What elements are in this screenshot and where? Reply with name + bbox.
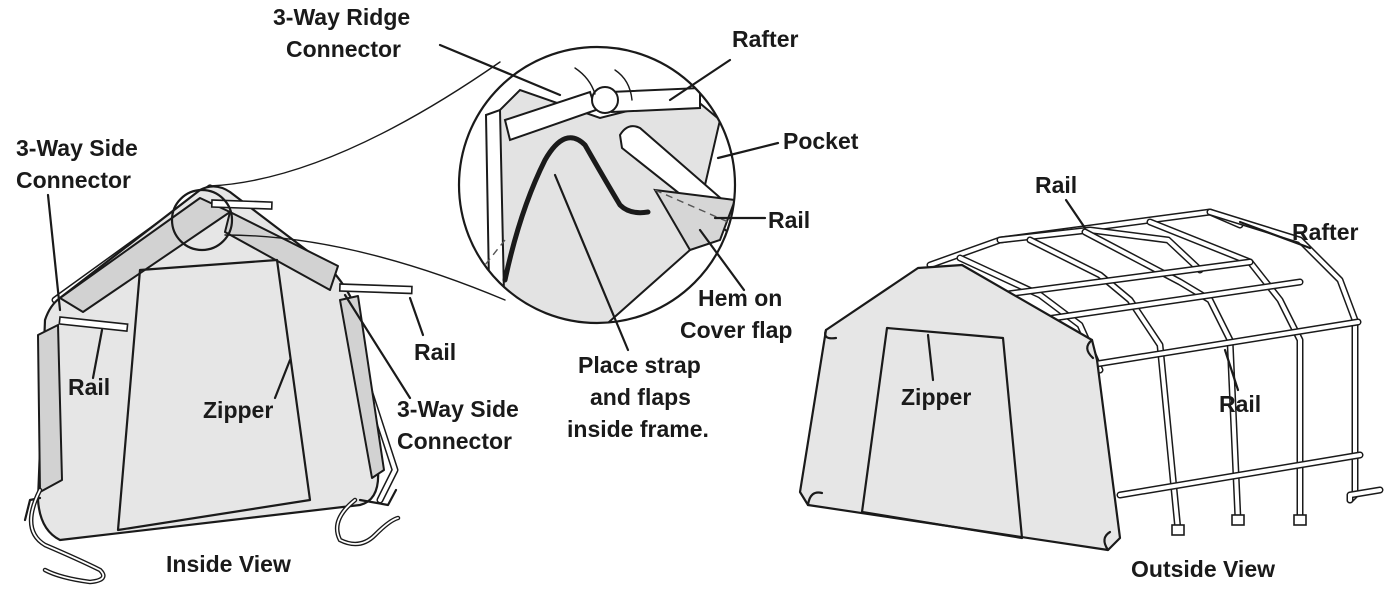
inside-view-tent [23,184,413,585]
label-instruction-3: inside frame. [567,416,709,442]
label-rail-outside-mid: Rail [1219,391,1261,417]
left-rail-pipe [58,316,129,332]
label-rail-outside-top: Rail [1035,172,1077,198]
outside-zipper-door [860,326,1024,540]
label-hem-1: Hem on [698,285,782,311]
labels: 3-Way Ridge Connector 3-Way Side Connect… [16,4,1359,582]
label-side-connector-right-1: 3-Way Side [397,396,519,422]
left-side-flap [37,324,63,493]
label-rafter-detail: Rafter [732,26,799,52]
label-side-connector-right-2: Connector [397,428,512,454]
zoom-line-top [209,61,501,187]
label-hem-2: Cover flap [680,317,792,343]
label-inside-view: Inside View [166,551,291,577]
detail-pocket [653,188,735,252]
label-rail-inside-right: Rail [414,339,456,365]
label-rafter-outside: Rafter [1292,219,1359,245]
label-zipper-outside: Zipper [901,384,971,410]
detail-rafter-right [608,86,701,114]
detail-marker-circle [170,188,234,252]
outside-cover [798,263,1122,552]
label-instruction-1: Place strap [578,352,701,378]
label-outside-view: Outside View [1131,556,1275,582]
detail-zoom [457,45,737,325]
label-zipper-inside: Zipper [203,397,273,423]
label-ridge-connector-2: Connector [286,36,401,62]
label-ridge-connector-1: 3-Way Ridge [273,4,410,30]
zoom-line-bottom [224,234,506,301]
detail-strap [502,135,651,283]
detail-ridge-connector [591,86,619,114]
label-side-connector-left-1: 3-Way Side [16,135,138,161]
ridge-flap-right [224,211,339,291]
inside-zipper-door [116,258,312,532]
leader-lines [46,43,1312,400]
label-instruction-2: and flaps [590,384,691,410]
ridge-rail-pipe [210,199,273,210]
inside-cover [36,185,380,542]
detail-circle-border [457,45,737,325]
outside-frame [926,208,1384,534]
label-rail-detail: Rail [768,207,810,233]
label-rail-left: Rail [68,374,110,400]
label-pocket: Pocket [783,128,859,154]
right-side-flap [339,295,385,479]
outside-view-tent [798,208,1384,552]
right-rail-pipe [338,283,413,295]
label-side-connector-left-2: Connector [16,167,131,193]
